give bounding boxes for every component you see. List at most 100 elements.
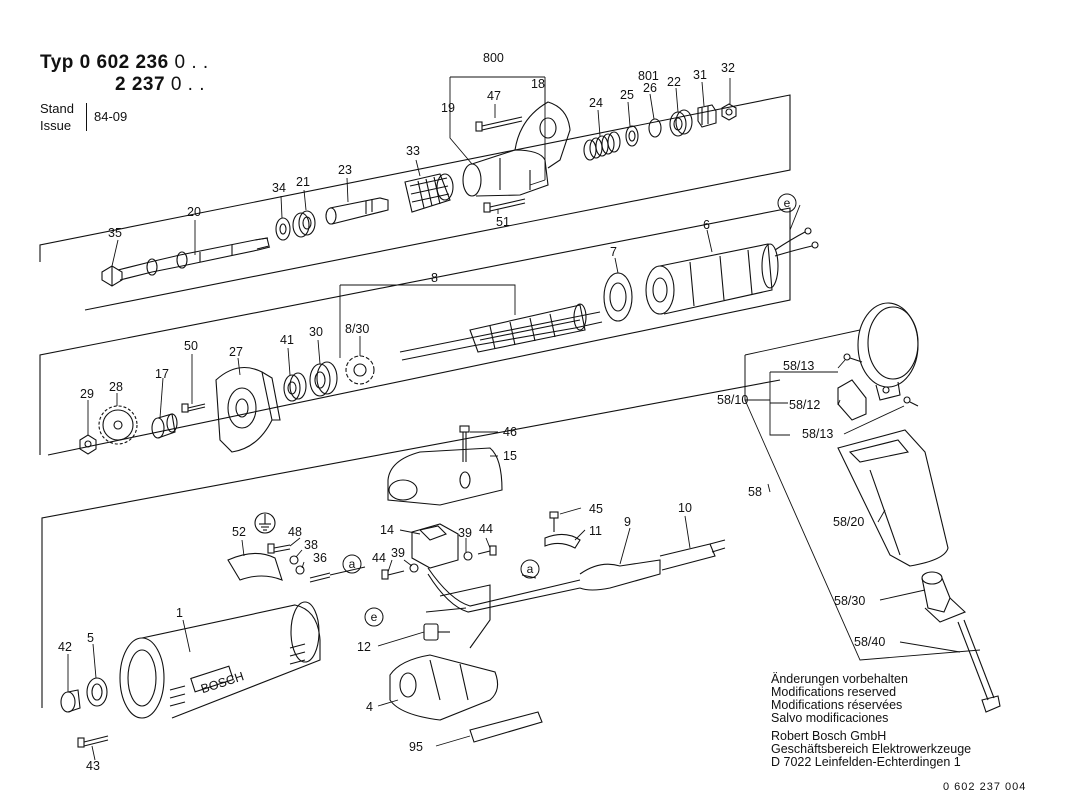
label-8-30: 8/30 (345, 322, 369, 336)
label-801: 801 (638, 69, 659, 83)
label-19: 19 (441, 101, 455, 115)
part-20-spindle (117, 237, 271, 281)
label-22: 22 (667, 75, 681, 89)
label-6: 6 (703, 218, 710, 232)
svg-text:a: a (349, 557, 356, 571)
part-9-cord (427, 559, 661, 649)
part-43-screw (77, 735, 109, 748)
callout-a-left: a (342, 554, 362, 574)
label-8: 8 (431, 271, 438, 285)
group-frame-lines (39, 94, 791, 708)
part-15-cover (387, 447, 503, 506)
label-11: 11 (589, 524, 602, 538)
part-26-ring (648, 118, 662, 138)
label-43: 43 (86, 759, 100, 773)
callout-a-cord: a (520, 559, 540, 579)
label-14: 14 (380, 523, 394, 537)
part-58-30-bushing (921, 571, 967, 623)
part-10-cord (659, 539, 726, 571)
label-58: 58 (748, 485, 762, 499)
part-22-bearing (669, 109, 693, 137)
label-39-lower: 39 (391, 546, 405, 560)
part-51-screw (483, 198, 526, 213)
typ-number-2: 2 237 (115, 74, 166, 95)
part-31-pinion (697, 104, 717, 128)
part-28-gear (98, 405, 138, 445)
label-10: 10 (678, 501, 692, 515)
typ-number-1: 0 602 236 (79, 52, 169, 73)
svg-text:e: e (371, 610, 378, 624)
part-12-terminal (423, 623, 450, 641)
label-44-upper: 44 (479, 522, 493, 536)
label-52: 52 (232, 525, 246, 539)
label-58-20: 58/20 (833, 515, 864, 529)
label-44-lower: 44 (372, 551, 386, 565)
label-50: 50 (184, 339, 198, 353)
label-23: 23 (338, 163, 352, 177)
part-7-washer (603, 272, 633, 322)
label-15: 15 (503, 449, 517, 463)
label-5: 5 (87, 631, 94, 645)
svg-text:e: e (784, 196, 791, 210)
company-name: Robert Bosch GmbH (771, 729, 887, 743)
stand-label: Stand (40, 101, 74, 116)
note-es: Salvo modificaciones (771, 711, 889, 725)
label-36: 36 (313, 551, 327, 565)
part-58-12-block (837, 379, 867, 421)
label-7: 7 (610, 245, 617, 259)
label-34: 34 (272, 181, 286, 195)
part-46-screw (459, 425, 470, 462)
label-51: 51 (496, 215, 510, 229)
part-23-shaft (325, 197, 389, 225)
company-division: Geschäftsbereich Elektrowerkzeuge (771, 742, 972, 756)
label-48: 48 (288, 525, 302, 539)
parts-39-44-screws (381, 545, 497, 580)
part-labels: 800 18 19 47 24 25 801 26 22 31 32 33 23… (58, 51, 885, 773)
label-9: 9 (624, 515, 631, 529)
part-42-bushing (60, 689, 81, 713)
ground-symbol-icon (254, 512, 276, 534)
label-47: 47 (487, 89, 501, 103)
part-29-nut (79, 434, 97, 455)
part-58-20-grip (837, 429, 949, 567)
part-5-ring (86, 677, 108, 707)
part-14-switch (411, 523, 459, 569)
label-42: 42 (58, 640, 72, 654)
housing-group (60, 512, 331, 748)
part-1-motor-housing (119, 601, 321, 719)
part-24-spring (583, 131, 621, 161)
label-12: 12 (357, 640, 371, 654)
document-number: 0 602 237 004 (943, 781, 1027, 793)
part-58-13-clamp-ring (857, 302, 919, 401)
note-de: Änderungen vorbehalten (771, 672, 908, 686)
parts-58-13-screws (843, 353, 919, 407)
label-31: 31 (693, 68, 707, 82)
part-27-bearing-housing (215, 366, 281, 453)
label-58-30: 58/30 (834, 594, 865, 608)
part-4-grip (389, 654, 499, 721)
part-17-sleeve (151, 413, 178, 439)
part-8-armature (399, 303, 603, 361)
label-20: 20 (187, 205, 201, 219)
part-30-bearing (309, 361, 338, 397)
part-8-30-fan (345, 355, 375, 385)
label-32: 32 (721, 61, 735, 75)
label-39-upper: 39 (458, 526, 472, 540)
part-47-screw (475, 116, 523, 132)
label-29: 29 (80, 387, 94, 401)
part-52-shield (227, 552, 283, 581)
part-34-ring (275, 217, 291, 241)
label-28: 28 (109, 380, 123, 394)
typ-label: Typ (40, 52, 74, 73)
part-32-nut (721, 103, 737, 121)
typ-line-2: 2 237 0 . . (115, 74, 205, 96)
label-26: 26 (643, 81, 657, 95)
part-6-field (645, 227, 819, 315)
label-21: 21 (296, 175, 310, 189)
issue-value: 84-09 (94, 109, 128, 124)
label-30: 30 (309, 325, 323, 339)
part-45-screw-11-clamp (544, 511, 581, 549)
callout-e-top: e (777, 193, 797, 213)
motor-group (79, 227, 819, 455)
